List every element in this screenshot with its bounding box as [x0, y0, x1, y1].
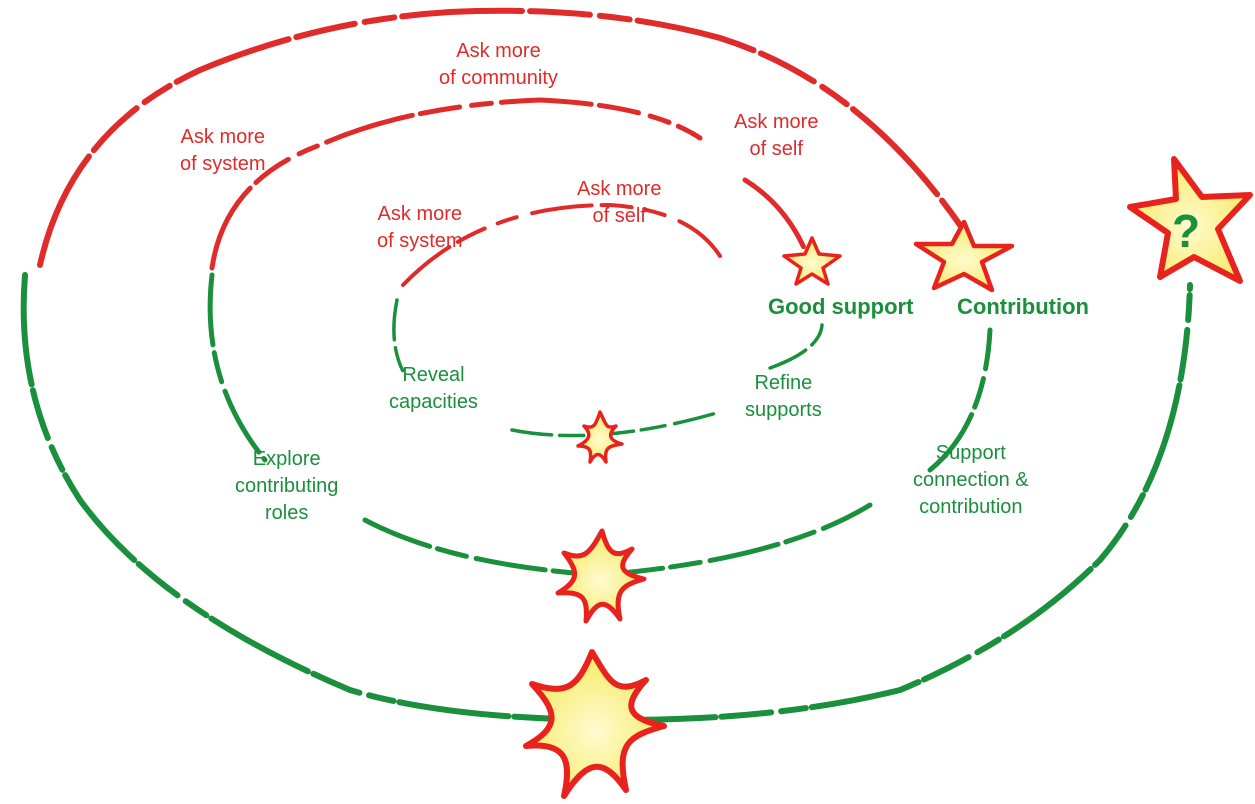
- label-contribution: Contribution: [957, 294, 1089, 319]
- label-ask-system-outer: Ask more of system: [180, 126, 266, 175]
- question-star-icon: ?: [1127, 156, 1253, 284]
- label-ask-self-outer: Ask more of self: [734, 111, 819, 160]
- label-explore-roles: Explore contributing roles: [235, 448, 339, 524]
- label-ask-system-inner: Ask more of system: [377, 203, 463, 252]
- flame-star-icon: [555, 528, 647, 624]
- question-mark: ?: [1172, 205, 1200, 257]
- label-reveal-capacities: Reveal capacities: [389, 364, 478, 413]
- spiral-outer-red: [37, 7, 963, 268]
- spiral-middle-red: [209, 97, 808, 271]
- flame-star-icon: [576, 410, 624, 464]
- label-ask-community: Ask more of community: [439, 40, 558, 89]
- star-icon: [913, 219, 1015, 293]
- label-refine-supports: Refine supports: [745, 372, 822, 421]
- label-support-connection: Support connection & contribution: [913, 442, 1029, 518]
- flame-star-icon: [523, 649, 667, 799]
- label-good-support: Good support: [768, 294, 914, 319]
- star-icon: [782, 236, 842, 286]
- spiral-inner-red: [401, 202, 722, 287]
- label-ask-self-inner: Ask more of self: [577, 178, 662, 227]
